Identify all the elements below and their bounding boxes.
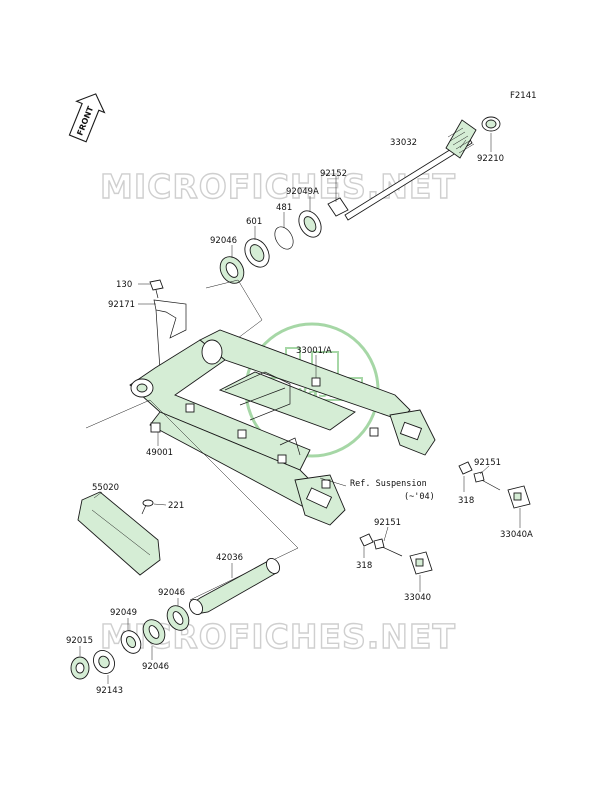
- label-318-mid: 318: [356, 561, 372, 571]
- leader-lines: [79, 133, 521, 684]
- needle-bearing-92046-mid: [166, 605, 190, 631]
- label-92171: 92171: [108, 300, 135, 310]
- nut-92210: [481, 116, 501, 132]
- label-92151-mid: 92151: [374, 518, 401, 528]
- cap-49001: [150, 422, 161, 433]
- label-55020: 55020: [92, 483, 119, 493]
- chain-guard-55020: [77, 491, 161, 576]
- nut-318-right: [458, 461, 473, 475]
- label-92046-low: 92046: [142, 662, 169, 672]
- label-49001: 49001: [146, 448, 173, 458]
- label-92049A: 92049A: [286, 187, 319, 197]
- bolt-92151-mid: [373, 538, 403, 557]
- label-92046-top: 92046: [210, 236, 237, 246]
- suspension-reference-note: Ref. Suspension (~'04): [350, 479, 435, 502]
- label-92049: 92049: [110, 608, 137, 618]
- label-92015: 92015: [66, 636, 93, 646]
- label-130: 130: [116, 280, 132, 290]
- plate-33040A: [507, 485, 531, 509]
- label-33040: 33040: [404, 593, 431, 603]
- label-33032: 33032: [390, 138, 417, 148]
- label-601: 601: [246, 217, 262, 227]
- bolt-130: [149, 279, 164, 299]
- label-33001A: 33001/A: [296, 346, 332, 356]
- needle-bearing-92046-low: [142, 619, 166, 645]
- label-92143: 92143: [96, 686, 123, 696]
- label-221: 221: [168, 501, 184, 511]
- plate-33040: [409, 551, 433, 575]
- screw-221: [141, 499, 154, 515]
- label-33040A: 33040A: [500, 530, 533, 540]
- label-92046-mid: 92046: [158, 588, 185, 598]
- needle-bearing-92046-top: [219, 256, 245, 284]
- label-92151-right: 92151: [474, 458, 501, 468]
- sleeve-42036: [188, 558, 281, 615]
- spacer-92049: [120, 630, 142, 654]
- note-line1: Ref. Suspension: [350, 479, 427, 489]
- label-92210: 92210: [477, 154, 504, 164]
- label-92152: 92152: [320, 169, 347, 179]
- circlip-481: [274, 226, 294, 250]
- note-line2: (~'04): [404, 492, 435, 502]
- pivot-shaft-33032: [344, 119, 477, 221]
- spacer-92049A: [298, 210, 322, 238]
- swingarm-33001A: [129, 329, 436, 526]
- nut-318-mid: [359, 533, 374, 547]
- bearing-601: [244, 238, 270, 268]
- collar-92143: [93, 650, 115, 674]
- diagram-code: F2141: [510, 91, 537, 101]
- label-481: 481: [276, 203, 292, 213]
- label-318-right: 318: [458, 496, 474, 506]
- label-42036: 42036: [216, 553, 243, 563]
- front-arrow-icon: FRONT: [68, 93, 106, 143]
- bolt-92151-right: [473, 471, 501, 491]
- cap-92015: [70, 656, 90, 680]
